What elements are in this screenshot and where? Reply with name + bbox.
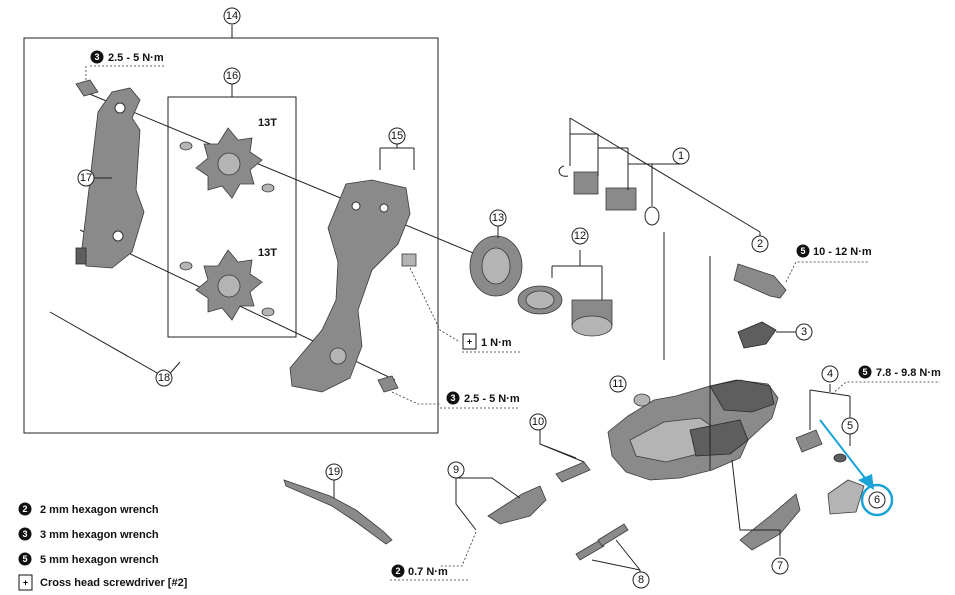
svg-text:17: 17 (80, 172, 92, 184)
svg-text:2: 2 (757, 238, 763, 250)
svg-text:Cross head screwdriver [#2]: Cross head screwdriver [#2] (40, 577, 188, 589)
cage-bolt-lower[interactable] (377, 375, 399, 393)
upper-pulley[interactable] (179, 127, 275, 199)
svg-text:5: 5 (22, 554, 27, 564)
svg-text:3 mm hexagon wrench: 3 mm hexagon wrench (40, 529, 159, 541)
torque-top-bolt: 3 2.5 - 5 N·m (85, 50, 166, 82)
callout-14[interactable]: 14 (223, 7, 241, 25)
callout-18[interactable]: 18 (49, 311, 181, 387)
lower-pulley[interactable] (179, 249, 275, 321)
callout-17[interactable]: 17 (77, 169, 112, 187)
bushing-inner[interactable] (571, 299, 613, 337)
cable-guide[interactable] (487, 485, 547, 525)
svg-text:8: 8 (638, 574, 644, 586)
svg-text:11: 11 (612, 378, 623, 390)
legend-item-3mm: 3 3 mm hexagon wrench (18, 527, 159, 541)
outer-cage-plate[interactable] (75, 87, 145, 269)
svg-text:10: 10 (532, 416, 544, 428)
svg-text:6: 6 (874, 494, 880, 506)
torque-mount-bolt: 5 10 - 12 N·m (785, 244, 872, 283)
svg-text:3: 3 (450, 393, 455, 403)
svg-text:4: 4 (827, 368, 833, 380)
svg-text:2.5 - 5 N·m: 2.5 - 5 N·m (108, 52, 164, 64)
callout-15[interactable]: 15 (379, 127, 415, 170)
svg-text:5 mm hexagon wrench: 5 mm hexagon wrench (40, 554, 159, 566)
svg-text:5: 5 (800, 246, 805, 256)
legend-item-screwdriver: + Cross head screwdriver [#2] (18, 574, 188, 591)
callout-9[interactable]: 9 (447, 461, 521, 531)
axis-line-upper (79, 89, 491, 261)
body-guard[interactable] (739, 493, 801, 551)
cable-fixing-bolt[interactable] (555, 461, 591, 483)
mount-bushing[interactable] (573, 171, 660, 226)
b-tension-ring[interactable] (469, 235, 523, 297)
svg-text:10 - 12 N·m: 10 - 12 N·m (813, 246, 872, 258)
torque-cable-screw: 2 0.7 N·m (390, 531, 477, 581)
svg-text:18: 18 (158, 372, 170, 384)
inner-cage-plate[interactable] (289, 179, 411, 393)
callout-11[interactable]: 11 (609, 375, 627, 393)
top-cover[interactable] (737, 321, 777, 349)
callout-19[interactable]: 19 (325, 463, 343, 498)
maintenance-tool[interactable] (283, 479, 393, 545)
callout-8[interactable]: 8 (591, 539, 650, 589)
callout-10[interactable]: 10 (529, 413, 585, 463)
svg-text:2 mm hexagon wrench: 2 mm hexagon wrench (40, 504, 159, 516)
legend-item-2mm: 2 2 mm hexagon wrench (18, 502, 159, 516)
svg-text:7: 7 (777, 560, 783, 572)
pulley-cage-frame (23, 25, 439, 434)
callout-5[interactable]: 5 (841, 417, 859, 446)
svg-text:5: 5 (862, 367, 867, 377)
callout-4[interactable]: 4 (809, 365, 851, 432)
svg-text:1 N·m: 1 N·m (481, 337, 512, 349)
svg-text:19: 19 (328, 466, 340, 478)
cage-bolt-upper[interactable] (75, 79, 99, 97)
upper-pulley-teeth: 13T (258, 117, 277, 129)
svg-text:2: 2 (395, 566, 400, 576)
axle-cover-plate[interactable] (827, 479, 865, 515)
svg-text:2.5 - 5 N·m: 2.5 - 5 N·m (464, 393, 520, 405)
svg-text:15: 15 (391, 130, 403, 142)
svg-text:13: 13 (492, 212, 504, 224)
mount-snap-ring[interactable] (558, 165, 569, 177)
bushing-outer[interactable] (517, 285, 563, 315)
torque-axle: 5 7.8 - 9.8 N·m (831, 365, 941, 395)
svg-text:5: 5 (847, 420, 853, 432)
legend-item-5mm: 5 5 mm hexagon wrench (18, 552, 159, 566)
svg-text:12: 12 (574, 230, 586, 242)
svg-text:3: 3 (94, 52, 99, 62)
axle-bolt[interactable] (795, 429, 847, 463)
callout-6-highlighted[interactable]: 6 (860, 483, 894, 517)
callout-2[interactable]: 2 (751, 235, 769, 253)
svg-text:14: 14 (226, 10, 238, 22)
torque-screw-guide: + 1 N·m (409, 267, 520, 353)
svg-text:3: 3 (22, 529, 27, 539)
svg-text:9: 9 (453, 464, 459, 476)
callout-3[interactable]: 3 (776, 323, 813, 341)
mount-bolt[interactable] (733, 263, 787, 299)
pulley-box (167, 84, 297, 338)
callout-1[interactable]: 1 (569, 117, 761, 246)
svg-text:3: 3 (801, 326, 807, 338)
svg-text:16: 16 (226, 70, 238, 82)
torque-pulley-bolt: 3 2.5 - 5 N·m (391, 391, 520, 409)
svg-text:0.7 N·m: 0.7 N·m (408, 566, 448, 578)
svg-text:+: + (23, 578, 28, 588)
cage-pin[interactable] (401, 253, 417, 267)
legend: 2 2 mm hexagon wrench 3 3 mm hexagon wre… (18, 502, 188, 591)
svg-text:2: 2 (22, 504, 27, 514)
lower-pulley-teeth: 13T (258, 247, 277, 259)
callout-7[interactable]: 7 (731, 459, 789, 575)
derailleur-body[interactable] (607, 379, 779, 481)
callout-12[interactable]: 12 (551, 227, 603, 300)
callout-13[interactable]: 13 (489, 209, 507, 238)
callout-16[interactable]: 16 (223, 67, 241, 85)
svg-text:1: 1 (678, 150, 684, 162)
svg-text:+: + (467, 337, 472, 347)
adjust-screws[interactable] (575, 523, 629, 561)
svg-text:7.8 - 9.8 N·m: 7.8 - 9.8 N·m (876, 367, 941, 379)
